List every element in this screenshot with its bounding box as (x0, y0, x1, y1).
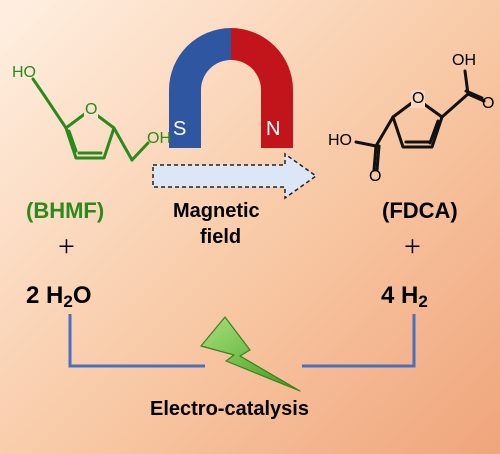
electrocatalysis-label: Electro-catalysis (150, 398, 309, 420)
water-subscript: 2 (63, 292, 73, 311)
bhmf-plus-sign: + (58, 230, 75, 263)
bhmf-ring-oxygen: O (84, 101, 99, 119)
hydrogen-subscript: 2 (418, 292, 428, 311)
magnet-south-pole (169, 28, 231, 148)
water-reactant: 2 H2O (26, 282, 92, 312)
magnet-north-pole (231, 28, 293, 148)
water-coefficient: 2 H (26, 282, 64, 309)
magnet-south-label: S (173, 118, 187, 140)
magnetic-field-label-line1: Magnetic (173, 200, 260, 222)
lightning-bolt-icon (200, 316, 301, 392)
fdca-hydroxyl-left: HO (328, 132, 352, 149)
fdca-structure (354, 69, 486, 172)
bhmf-name: (BHMF) (26, 198, 105, 223)
hydrogen-coefficient: 4 H (381, 282, 419, 309)
magnet-north-label: N (266, 118, 281, 140)
fdca-ring-oxygen: O (411, 90, 426, 108)
magnetic-field-arrow (152, 152, 318, 200)
bhmf-structure (31, 77, 150, 162)
fdca-plus-sign: + (404, 230, 421, 263)
horseshoe-magnet (169, 28, 293, 148)
fdca-name: (FDCA) (382, 198, 458, 223)
bhmf-hydroxyl-right: OH (147, 130, 171, 147)
magnetic-field-label-line2: field (200, 226, 242, 248)
hydrogen-product: 4 H2 (381, 282, 428, 312)
water-oxygen: O (72, 282, 92, 309)
fdca-carbonyl-right: O (482, 95, 495, 112)
electrocatalysis-bracket (68, 314, 416, 368)
fdca-carbonyl-bottom: O (369, 168, 382, 185)
bhmf-hydroxyl-left: HO (12, 64, 36, 81)
fdca-hydroxyl-top: OH (452, 52, 476, 69)
